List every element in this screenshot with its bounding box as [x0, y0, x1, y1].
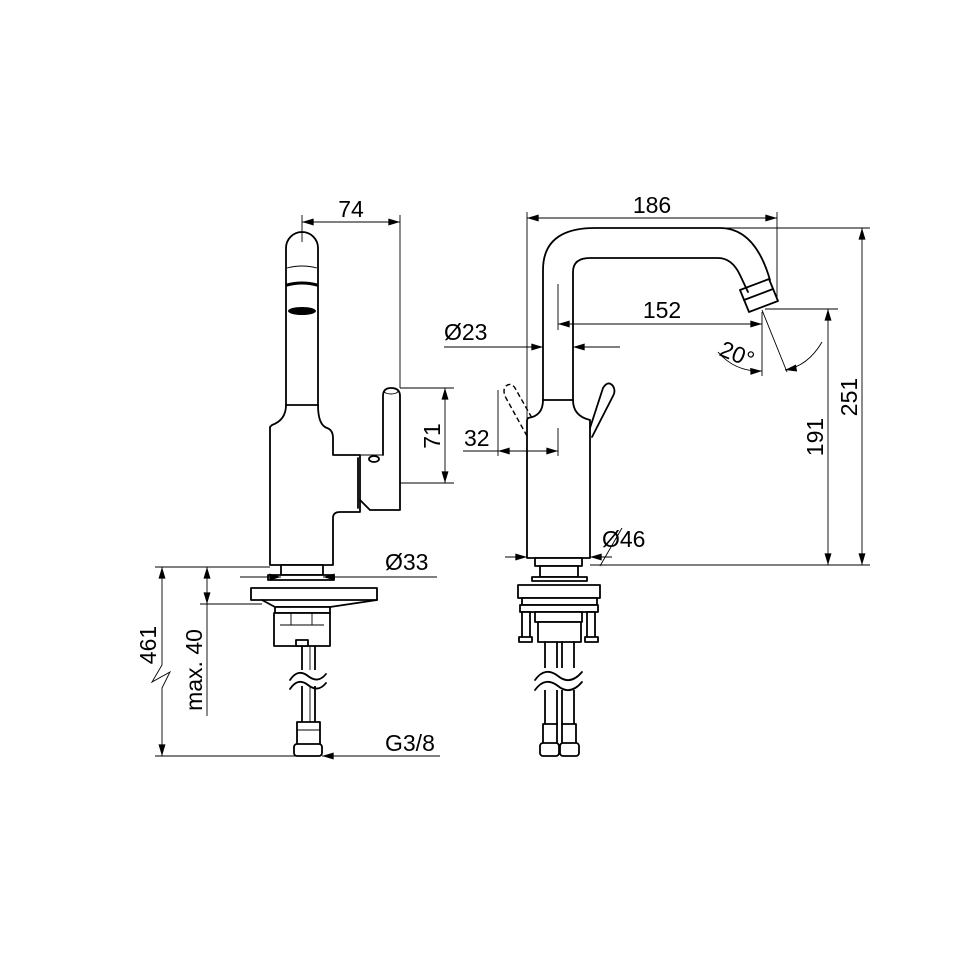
dimension-total-height-251: 251: [700, 227, 870, 565]
dimension-aerator-diameter: Ø33: [240, 549, 437, 581]
side-body: [269, 404, 361, 566]
front-lever-right: [589, 382, 616, 438]
outlet-height-label: 191: [802, 418, 828, 456]
front-base-assembly: [517, 557, 601, 757]
front-spout: [542, 227, 771, 401]
dimension-lever-offset-32: 32: [463, 390, 559, 456]
total-depth-label: 461: [135, 626, 161, 664]
width-label: 74: [338, 196, 364, 222]
side-base-assembly: [250, 564, 378, 757]
aerator-diameter-label: Ø33: [385, 549, 428, 575]
side-view: 74 71 Ø33 461 max. 40: [135, 196, 454, 760]
front-body: [526, 399, 591, 559]
front-view: 186 152 Ø23 20° 32: [444, 192, 870, 757]
dimension-spout-diameter: Ø23: [444, 319, 620, 351]
spout-diameter-label: Ø23: [444, 319, 487, 345]
side-spout-tube: [285, 231, 319, 406]
front-lever-alternate-position: [503, 383, 533, 437]
dimension-lever-height-71: 71: [400, 387, 454, 484]
dimension-thread: G3/8: [321, 730, 440, 760]
dimension-spout-reach-152: 152: [557, 284, 763, 376]
dimension-angle-20: 20°: [716, 309, 823, 375]
dimension-reach-186: 186: [526, 192, 778, 420]
dimension-countertop-max40: max. 40: [181, 567, 262, 716]
countertop-thickness-label: max. 40: [181, 629, 207, 711]
dimension-width-74: 74: [301, 196, 401, 388]
dimension-outlet-height-191: 191: [590, 308, 870, 566]
dimension-total-depth-461: 461: [135, 566, 300, 757]
angle-label: 20°: [716, 336, 758, 373]
dimension-base-diameter: Ø46: [505, 526, 645, 567]
front-aerator: [739, 278, 779, 313]
lever-height-label: 71: [419, 423, 445, 449]
spout-reach-label: 152: [643, 297, 681, 323]
thread-label: G3/8: [385, 730, 435, 756]
side-lever: [357, 387, 401, 511]
base-diameter-label: Ø46: [602, 526, 645, 552]
reach-label: 186: [633, 192, 671, 218]
lever-offset-label: 32: [464, 425, 490, 451]
total-height-label: 251: [836, 378, 862, 416]
